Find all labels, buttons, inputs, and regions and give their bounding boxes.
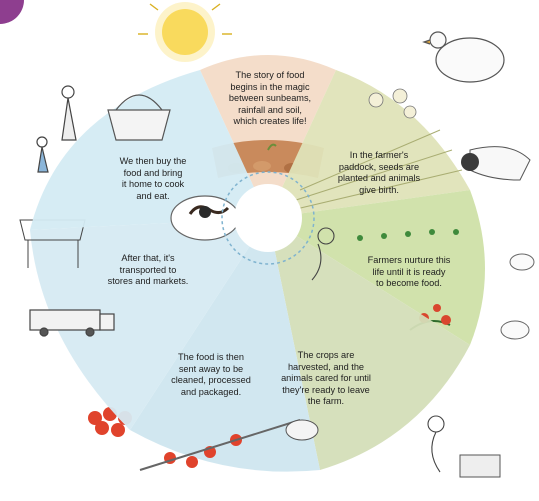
harvest-farmer-icon [427,415,445,473]
furrow-lines [291,129,463,211]
cycle-arrow-ring [221,171,315,265]
seedling-rows [357,229,459,241]
crate-icon [459,454,501,478]
truck-icon [29,309,115,337]
caption-transport: After that, it's transported to stores a… [107,253,189,287]
chicks-icon [368,88,417,119]
corner-badge [0,0,24,24]
farmer-icon [311,227,335,281]
segment-sunlight [200,55,336,218]
caption-harvest: The crops are harvested, and the animals… [281,350,371,407]
segment-plant [268,70,470,218]
plate-of-food-icon [170,195,240,241]
chicken-icon [422,31,505,83]
caption-plant: In the farmer's paddock, seeds are plant… [337,150,421,195]
family-icon [36,85,77,173]
caption-process: The food is then sent away to be cleaned… [171,352,251,397]
conveyor-belt [139,419,301,471]
segment-harvest [268,218,470,470]
tomatoes-icon [88,407,242,468]
caption-buy: We then buy the food and bring it home t… [119,156,187,201]
segment-transport [30,218,268,430]
caption-sunlight: The story of food begins in the magic be… [228,70,312,127]
segment-buy [30,70,268,230]
hens-right-icon [500,253,535,340]
lamb-icon [285,419,319,441]
center-hub [234,184,302,252]
segment-process [130,218,320,472]
caption-nurture: Farmers nurture this life until it is re… [367,255,451,289]
sun-icon [138,2,232,62]
shopping-basket-icon [107,94,171,141]
hand-with-seeds-icon [461,146,531,181]
